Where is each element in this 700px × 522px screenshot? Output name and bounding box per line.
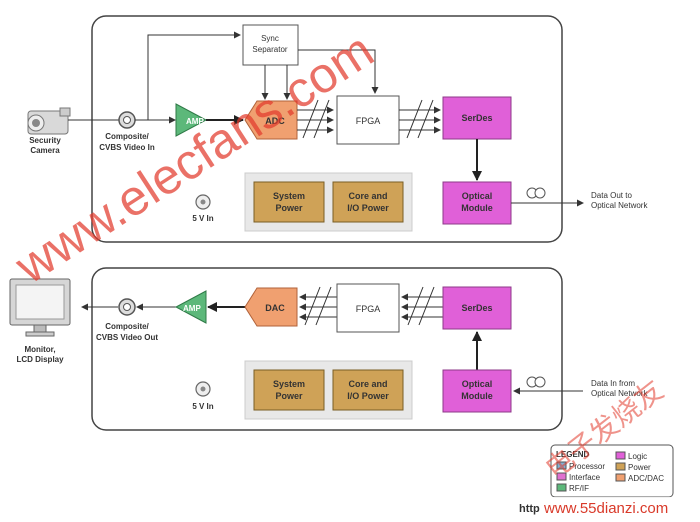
decoder-system-power-line2: Power — [275, 391, 303, 401]
legend-label-logic: Logic — [628, 452, 647, 461]
bus-fpga-to-serdes — [399, 99, 441, 139]
video-in-connector-icon — [118, 111, 136, 129]
decoder-system-power-block — [253, 369, 325, 411]
data-in-label-line2: Optical Network — [591, 389, 648, 398]
decoder-5v-label: 5 V In — [192, 402, 213, 411]
encoder-core-power-line2: I/O Power — [347, 203, 389, 213]
decoder-serdes-block — [442, 286, 512, 330]
decoder-serdes-label: SerDes — [461, 303, 492, 313]
legend-label-interface: Interface — [569, 473, 601, 482]
legend-swatch-rf-if — [556, 483, 567, 492]
camera-label-line1: Security — [29, 136, 61, 145]
data-in-label-line1: Data In from — [591, 379, 635, 388]
dac-label: DAC — [265, 303, 285, 313]
decoder-fpga-label: FPGA — [356, 304, 381, 314]
monitor-label-line1: Monitor, — [24, 345, 55, 354]
data-out-label-line1: Data Out to — [591, 191, 632, 200]
legend-swatch-processor — [556, 461, 567, 470]
encoder-5v-connector-icon — [195, 194, 211, 210]
decoder-core-power-line2: I/O Power — [347, 391, 389, 401]
fiber-out-icon — [526, 187, 546, 199]
decoder-optical-label-line2: Module — [461, 391, 493, 401]
bus-adc-to-fpga — [297, 99, 334, 139]
decoder-optical-module — [442, 369, 512, 413]
encoder-serdes-label: SerDes — [461, 113, 492, 123]
legend: LEGEND Processor Interface RF/IF Logic P… — [550, 444, 674, 498]
security-camera-icon — [27, 107, 71, 135]
decoder-amp-label: AMP — [183, 304, 201, 313]
encoder-fpga-block — [336, 95, 400, 145]
encoder-optical-label-line2: Module — [461, 203, 493, 213]
encoder-5v-label: 5 V In — [192, 214, 213, 223]
video-out-label-line1: Composite/ — [105, 322, 149, 331]
decoder-5v-connector-icon — [195, 381, 211, 397]
bus-serdes-to-fpga — [401, 286, 443, 326]
watermark-url-prefix: http — [519, 503, 540, 515]
encoder-core-power-line1: Core and — [348, 191, 387, 201]
monitor-label-line2: LCD Display — [16, 355, 64, 364]
encoder-system-power-line1: System — [273, 191, 305, 201]
encoder-amp-label: AMP — [186, 117, 204, 126]
legend-swatch-interface — [556, 472, 567, 481]
video-in-label-line2: CVBS Video In — [99, 143, 155, 152]
adc-label: ADC — [265, 116, 285, 126]
legend-label-processor: Processor — [569, 462, 605, 471]
encoder-core-power-block — [332, 181, 404, 223]
decoder-fpga-block — [336, 283, 400, 333]
decoder-core-power-block — [332, 369, 404, 411]
decoder-system-power-line1: System — [273, 379, 305, 389]
fiber-in-icon — [526, 376, 546, 388]
bus-fpga-to-dac — [299, 286, 337, 326]
legend-title: LEGEND — [556, 450, 590, 459]
video-out-connector-icon — [118, 298, 136, 316]
dac-block — [244, 287, 298, 327]
data-out-label-line2: Optical Network — [591, 201, 648, 210]
lcd-monitor-icon — [9, 278, 71, 337]
wire-input-to-sync — [147, 31, 241, 120]
legend-swatch-logic — [615, 451, 626, 460]
encoder-system-power-block — [253, 181, 325, 223]
encoder-serdes-block — [442, 96, 512, 140]
legend-swatch-adc-dac — [615, 473, 626, 482]
legend-label-power: Power — [628, 463, 651, 472]
decoder-panel: Monitor, LCD Display Composite/ CVBS Vid… — [9, 267, 648, 431]
sync-label-line2: Separator — [252, 45, 287, 54]
legend-swatch-power — [615, 462, 626, 471]
decoder-amp — [174, 290, 207, 324]
watermark-url-backdrop — [515, 497, 700, 522]
sync-label-line1: Sync — [261, 34, 279, 43]
encoder-fpga-label: FPGA — [356, 116, 381, 126]
encoder-system-power-line2: Power — [275, 203, 303, 213]
legend-label-adc-dac: ADC/DAC — [628, 474, 664, 483]
decoder-core-power-line1: Core and — [348, 379, 387, 389]
encoder-optical-label-line1: Optical — [462, 191, 493, 201]
video-in-label-line1: Composite/ — [105, 132, 149, 141]
wire-sync-to-fpga — [298, 49, 379, 94]
watermark-url: www.55dianzi.com — [543, 500, 668, 517]
sync-separator-block — [242, 24, 299, 66]
encoder-panel: Security Camera Composite/ CVBS Video In… — [27, 15, 648, 243]
encoder-amp — [175, 103, 208, 137]
encoder-optical-module — [442, 181, 512, 225]
video-out-label-line2: CVBS Video Out — [96, 333, 158, 342]
camera-label-line2: Camera — [30, 146, 60, 155]
legend-label-rf-if: RF/IF — [569, 484, 589, 493]
decoder-optical-label-line1: Optical — [462, 379, 493, 389]
